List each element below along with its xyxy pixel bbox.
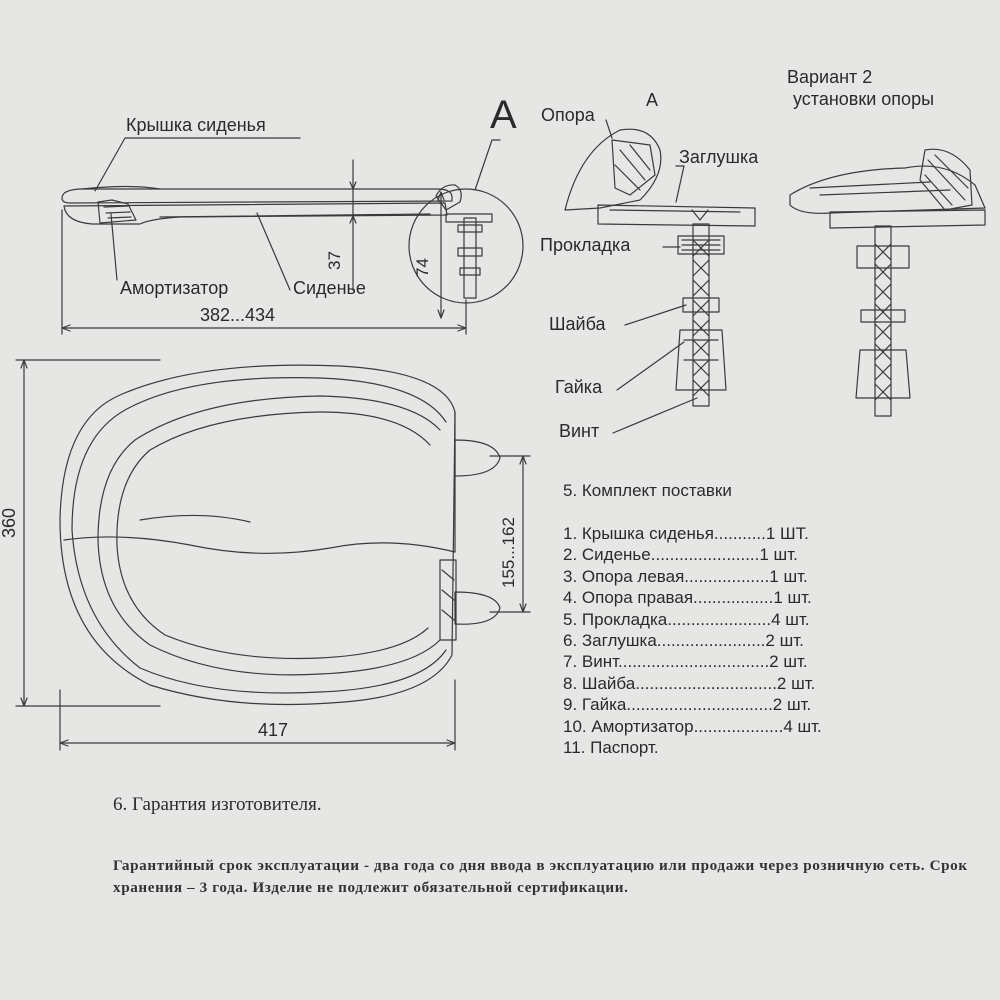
list-item: 7. Винт................................2…: [563, 652, 808, 672]
list-item: 9. Гайка...............................2…: [563, 695, 812, 715]
dim-width-417: 417: [258, 720, 289, 740]
label-lid: Крышка сиденья: [126, 115, 266, 135]
side-view-drawing: [61, 137, 524, 335]
list-item: 3. Опора левая..................1 шт.: [563, 566, 808, 586]
label-shock-absorber: Амортизатор: [120, 278, 229, 298]
kit-title: 5. Комплект поставки: [563, 481, 732, 500]
variant2-drawing: [789, 148, 986, 417]
variant2-title-line2: установки опоры: [793, 89, 935, 109]
list-item: 1. Крышка сиденья...........1 ШТ.: [563, 524, 809, 543]
label-plug: Заглушка: [679, 147, 759, 167]
top-view-drawing: [15, 359, 531, 751]
label-screw: Винт: [559, 421, 600, 441]
list-item: 6. Заглушка.......................2 шт.: [563, 630, 804, 650]
list-item: 10. Амортизатор...................4 шт.: [563, 716, 822, 736]
detail-a-title: А: [646, 90, 659, 110]
label-washer: Шайба: [549, 314, 606, 334]
label-support: Опора: [541, 105, 595, 125]
label-seat: Сиденье: [293, 278, 366, 298]
dim-height-360: 360: [0, 507, 19, 538]
dim-37: 37: [325, 251, 344, 270]
callout-a: A: [490, 93, 517, 137]
list-item: 8. Шайба..............................2 …: [563, 673, 816, 693]
list-item: 4. Опора правая.................1 шт.: [563, 588, 812, 608]
dim-hinge-spacing: 155...162: [499, 517, 518, 588]
variant2-title-line1: Вариант 2: [787, 67, 873, 87]
list-item: 11. Паспорт.: [563, 737, 659, 757]
kit-list: 1. Крышка сиденья...........1 ШТ. 2. Сид…: [563, 523, 822, 758]
detail-a-drawing: [564, 119, 756, 434]
dim-width-range: 382...434: [200, 305, 276, 325]
list-item: 5. Прокладка......................4 шт.: [563, 609, 810, 629]
warranty-title: 6. Гарантия изготовителя.: [113, 794, 322, 815]
dim-74: 74: [413, 258, 432, 277]
warranty-text: Гарантийный срок эксплуатации - два года…: [113, 857, 968, 896]
label-nut: Гайка: [555, 377, 603, 397]
list-item: 2. Сиденье.......................1 шт.: [563, 545, 798, 565]
label-gasket: Прокладка: [540, 235, 631, 255]
